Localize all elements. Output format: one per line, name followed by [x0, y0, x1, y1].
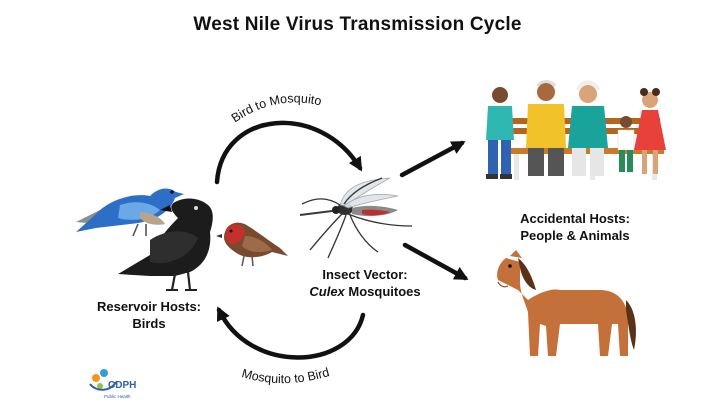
arc-top-arrow: [214, 120, 363, 185]
insect-vector-line2: Culex Mosquitoes: [290, 283, 440, 300]
reservoir-hosts-line2: Birds: [132, 316, 166, 331]
reservoir-hosts-label: Reservoir Hosts: Birds: [74, 298, 224, 332]
insect-vector-label: Insect Vector: Culex Mosquitoes: [290, 266, 440, 300]
svg-text:Public Health: Public Health: [104, 394, 131, 399]
arrow-to-people: [399, 140, 466, 178]
svg-text:CDPH: CDPH: [108, 380, 136, 391]
reservoir-hosts-line1: Reservoir Hosts:: [96, 299, 202, 314]
blue-bird-icon: [76, 188, 184, 237]
diagram-title: West Nile Virus Transmission Cycle: [193, 14, 522, 35]
cdph-logo: CDPH Public Health: [89, 369, 136, 399]
mosquito-icon: [299, 177, 413, 259]
horse-icon: [497, 250, 636, 356]
finch-icon: [216, 222, 288, 267]
accidental-hosts-line1: Accidental Hosts:: [520, 211, 630, 226]
arrow-to-horse: [402, 242, 469, 281]
arc-bottom-arrow: [216, 306, 366, 360]
insect-vector-line1: Insect Vector:: [322, 267, 408, 282]
mosquitoes-text: Mosquitoes: [344, 284, 421, 299]
arc-label-top: Bird to Mosquito: [229, 91, 323, 125]
crow-icon: [118, 198, 213, 291]
arc-label-bottom: Mosquito to Bird: [240, 365, 331, 386]
accidental-hosts-line2: People & Animals: [520, 228, 630, 243]
culex-italic: Culex: [309, 284, 345, 299]
people-bench-icon: [486, 80, 666, 180]
accidental-hosts-label: Accidental Hosts: People & Animals: [505, 210, 645, 244]
